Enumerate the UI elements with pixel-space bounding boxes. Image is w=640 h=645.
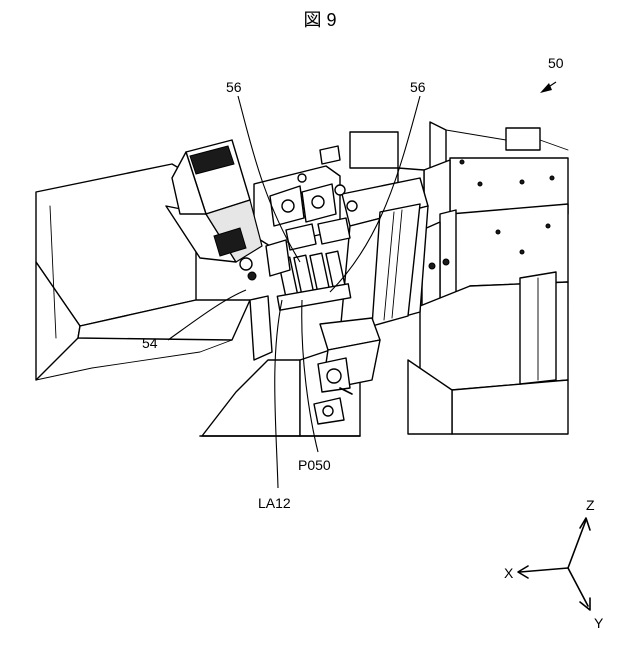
- figure-title: 図 9: [303, 10, 336, 30]
- axis-label-x: X: [504, 565, 514, 581]
- coordinate-axes: Z X Y: [504, 497, 604, 631]
- label-P050: P050: [298, 457, 331, 473]
- axis-label-z: Z: [586, 497, 595, 513]
- axis-label-y: Y: [594, 615, 604, 631]
- label-56-right: 56: [410, 79, 426, 95]
- gripper-cluster: [254, 146, 357, 310]
- label-LA12: LA12: [258, 495, 291, 511]
- label-50: 50: [548, 55, 564, 71]
- label-54: 54: [142, 335, 158, 351]
- label-56-left: 56: [226, 79, 242, 95]
